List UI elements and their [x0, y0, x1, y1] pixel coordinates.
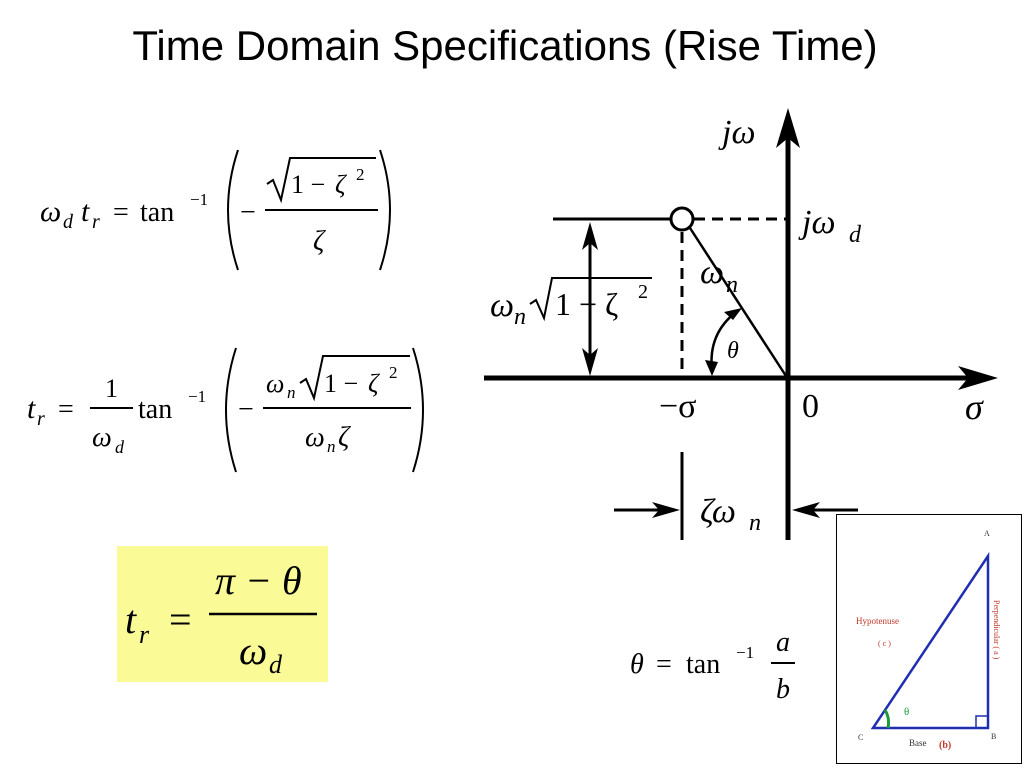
zeta-wn-left-arrowhead	[652, 502, 680, 518]
eq2-left-paren	[225, 347, 237, 473]
pole-circle	[669, 206, 695, 232]
zeta-wn-right-arrowhead	[792, 502, 820, 518]
inset-theta: θ	[904, 706, 909, 718]
zeta-omega-n-label: ζω	[700, 493, 736, 530]
eq4-theta: θ	[630, 649, 644, 680]
triangle-shape	[870, 551, 990, 730]
eq4-b: b	[776, 674, 790, 705]
base-b-label: (b)	[939, 740, 951, 751]
eq2-sqrt	[299, 355, 410, 402]
equation-tr-expanded: t r = 1 ω d tan −1 − ω n 1 − ζ 2 ω n ζ	[27, 347, 424, 473]
damped-label-rest: 1 − ζ	[555, 286, 618, 322]
eq1-sqrt	[266, 157, 376, 204]
damped-label-sup: 2	[638, 281, 648, 303]
damped-label-sqrt	[529, 277, 652, 322]
eq2-omega-den: ω	[92, 422, 112, 453]
hypotenuse-label: Hypotenuse	[856, 616, 899, 626]
eq1-one-minus: 1 −	[291, 170, 325, 199]
omega-n-label: ω	[700, 254, 724, 291]
eq2-equals: =	[58, 394, 74, 425]
j-omega-d-label: jω	[798, 204, 835, 241]
eq1-omega: ω	[40, 195, 61, 228]
eq3-sub-r: r	[139, 620, 150, 649]
eq2-tan: tan	[138, 394, 172, 425]
eq1-sup-minus1: −1	[190, 190, 208, 209]
damped-height-arrow-top	[582, 222, 598, 250]
theta-arc-arrow-bottom	[705, 360, 718, 376]
eq2-t: t	[27, 392, 36, 425]
eq2-sub-n-num: n	[287, 383, 296, 402]
perpendicular-label: Perpendicular ( a )	[992, 600, 1001, 660]
eq3-sub-d: d	[269, 650, 283, 679]
eq3-equals: =	[169, 597, 192, 642]
jomega-axis-arrowhead	[776, 108, 800, 148]
inset-frame	[836, 514, 1022, 764]
highlighted-rise-time-formula: t r = π − θ ω d	[117, 546, 328, 682]
damped-label-omega: ω	[490, 287, 514, 324]
right-triangle-inset: θ A B C Hypotenuse ( c ) Perpendicular (…	[836, 514, 1022, 764]
rise-time-formula-svg: t r = π − θ ω d	[125, 558, 317, 679]
sigma-axis-label: σ	[965, 387, 984, 427]
sigma-axis-arrowhead	[958, 366, 998, 390]
eq1-left-paren	[227, 149, 239, 271]
eq1-t: t	[81, 195, 90, 228]
eq2-zeta-num: ζ	[368, 369, 380, 398]
right-angle-marker	[975, 715, 989, 729]
origin-label: 0	[802, 388, 819, 425]
theta-label: θ	[727, 338, 739, 364]
theta-arc-arrow-top	[724, 308, 742, 320]
eq4-equals: =	[656, 649, 672, 680]
theta-angle-arc	[883, 709, 891, 729]
slide-title: Time Domain Specifications (Rise Time)	[132, 22, 878, 69]
eq2-zeta-den: ζ	[338, 422, 351, 453]
eq4-a: a	[776, 627, 790, 658]
vertex-a-label: A	[984, 529, 990, 538]
hypotenuse-c-label: ( c )	[878, 639, 891, 648]
eq1-zeta-num: ζ	[335, 170, 347, 199]
eq1-zeta-den: ζ	[313, 226, 326, 257]
eq1-sup-2: 2	[356, 165, 365, 184]
eq1-right-paren	[379, 149, 391, 271]
eq3-omega: ω	[239, 628, 267, 673]
eq2-num-1: 1	[105, 374, 118, 403]
eq1-tan: tan	[140, 197, 174, 228]
jomega-axis-label: jω	[718, 114, 755, 151]
s-plane-diagram: jω jω d ω n θ σ −σ 0 ζω n ω n 1 − ζ 2	[484, 108, 998, 540]
equation-theta: θ = tan −1 a b	[630, 627, 795, 705]
eq1-sub-r: r	[92, 211, 100, 233]
minus-sigma-label: −σ	[659, 388, 697, 425]
eq2-sub-d: d	[115, 437, 125, 457]
eq2-sub-r: r	[37, 408, 45, 430]
vertex-b-label: B	[991, 732, 996, 741]
j-omega-d-sub: d	[849, 222, 862, 248]
eq1-sub-d: d	[63, 211, 74, 233]
eq2-omega-den: ω	[305, 422, 325, 453]
vertex-c-label: C	[858, 733, 863, 742]
damped-label-n: n	[514, 304, 526, 330]
eq4-sup-minus1: −1	[736, 643, 754, 662]
equation-omega-d-tr: ω d t r = tan −1 − 1 − ζ 2 ζ	[40, 149, 391, 271]
eq2-one-minus: 1 −	[324, 369, 358, 398]
zeta-omega-n-sub: n	[749, 510, 761, 536]
eq2-minus: −	[238, 394, 254, 425]
eq1-minus: −	[240, 197, 256, 228]
eq2-sup-2: 2	[389, 363, 398, 382]
base-label: Base	[909, 738, 927, 748]
eq2-sup-minus1: −1	[188, 387, 206, 406]
eq2-sub-n-den: n	[327, 437, 336, 456]
eq2-right-paren	[412, 347, 424, 473]
eq3-pi-minus-theta: π − θ	[215, 558, 302, 603]
eq2-omega-num: ω	[266, 369, 284, 398]
damped-height-arrow-bottom	[582, 348, 598, 376]
eq1-equals: =	[113, 197, 129, 228]
right-triangle-svg: θ A B C Hypotenuse ( c ) Perpendicular (…	[836, 514, 1022, 764]
eq3-t: t	[125, 597, 137, 642]
eq4-tan: tan	[686, 649, 720, 680]
omega-n-sub: n	[726, 272, 738, 298]
omega-n-line	[688, 227, 788, 377]
